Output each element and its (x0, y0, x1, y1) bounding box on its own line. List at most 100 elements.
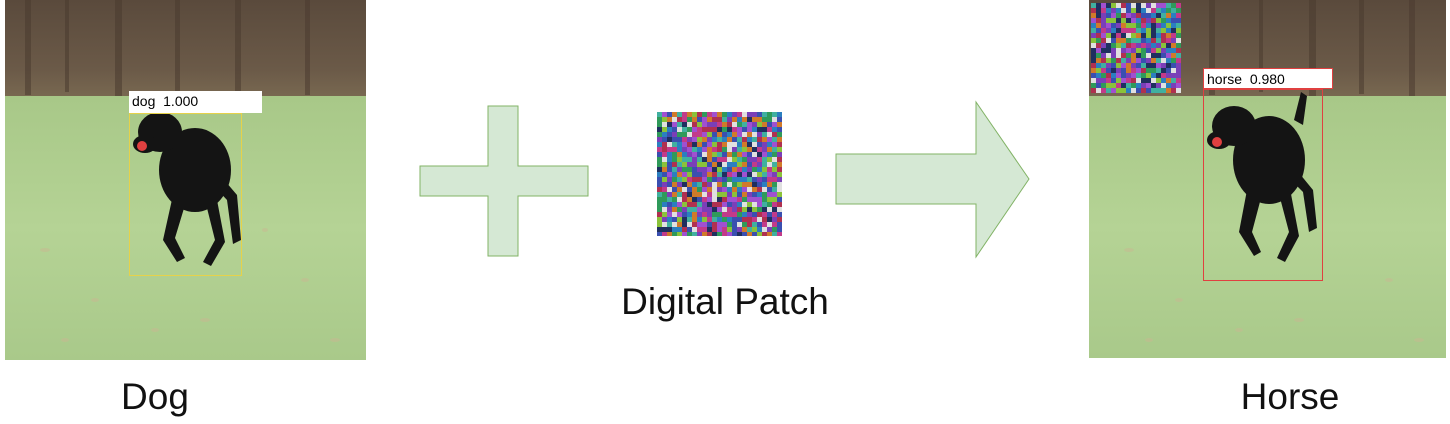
patch-pixel (732, 222, 737, 227)
patch-pixel (742, 217, 747, 222)
patch-pixel (1136, 63, 1141, 68)
patch-pixel (737, 212, 742, 217)
patch-pixel (657, 117, 662, 122)
patch-pixel (1146, 43, 1151, 48)
patch-pixel (682, 232, 687, 236)
patch-pixel (767, 157, 772, 162)
patch-pixel (722, 202, 727, 207)
patch-pixel (662, 217, 667, 222)
patch-pixel (662, 112, 667, 117)
patch-pixel (747, 137, 752, 142)
patch-pixel (1166, 78, 1171, 83)
patch-pixel (1101, 38, 1106, 43)
patch-pixel (707, 142, 712, 147)
patch-pixel (692, 212, 697, 217)
patch-pixel (1141, 78, 1146, 83)
patch-pixel (672, 187, 677, 192)
patch-pixel (667, 172, 672, 177)
patch-pixel (687, 222, 692, 227)
patch-pixel (717, 157, 722, 162)
patch-pixel (722, 222, 727, 227)
patch-pixel (727, 147, 732, 152)
patch-pixel (727, 177, 732, 182)
patch-pixel (767, 132, 772, 137)
patch-pixel (712, 137, 717, 142)
patch-pixel (677, 127, 682, 132)
patch-pixel (737, 192, 742, 197)
patch-pixel (667, 117, 672, 122)
patch-pixel (1146, 58, 1151, 63)
patch-pixel (657, 137, 662, 142)
patch-pixel (682, 217, 687, 222)
patch-pixel (667, 122, 672, 127)
patch-pixel (752, 212, 757, 217)
patch-pixel (1106, 48, 1111, 53)
patch-pixel (687, 217, 692, 222)
patch-pixel (737, 142, 742, 147)
patch-pixel (662, 232, 667, 236)
patch-pixel (677, 152, 682, 157)
patch-pixel (1151, 3, 1156, 8)
patch-pixel (1151, 33, 1156, 38)
patch-pixel (707, 122, 712, 127)
patch-pixel (1101, 43, 1106, 48)
patch-pixel (1096, 83, 1101, 88)
patch-pixel (1156, 83, 1161, 88)
patch-pixel (1136, 3, 1141, 8)
patch-pixel (737, 232, 742, 236)
patch-pixel (1176, 58, 1181, 63)
patch-pixel (732, 122, 737, 127)
patch-pixel (672, 122, 677, 127)
patch-pixel (1156, 28, 1161, 33)
patch-pixel (1171, 88, 1176, 93)
patch-pixel (657, 227, 662, 232)
patch-pixel (1096, 33, 1101, 38)
patch-pixel (1176, 38, 1181, 43)
patch-pixel (682, 182, 687, 187)
patch-pixel (772, 147, 777, 152)
patch-pixel (1171, 13, 1176, 18)
patch-pixel (762, 172, 767, 177)
patch-pixel (1146, 38, 1151, 43)
patch-pixel (1116, 83, 1121, 88)
patch-pixel (702, 187, 707, 192)
patch-pixel (772, 212, 777, 217)
patch-pixel (767, 142, 772, 147)
patch-pixel (677, 232, 682, 236)
patch-pixel (1166, 63, 1171, 68)
patch-pixel (682, 132, 687, 137)
patch-pixel (672, 112, 677, 117)
patch-pixel (772, 227, 777, 232)
patch-pixel (1121, 18, 1126, 23)
patch-pixel (1131, 53, 1136, 58)
patch-pixel (667, 212, 672, 217)
patch-pixel (727, 112, 732, 117)
patch-pixel (682, 172, 687, 177)
patch-pixel (777, 227, 782, 232)
patch-pixel (672, 222, 677, 227)
patch-pixel (722, 217, 727, 222)
patch-pixel (742, 232, 747, 236)
patch-pixel (1106, 63, 1111, 68)
patch-pixel (1111, 68, 1116, 73)
patch-pixel (1106, 73, 1111, 78)
patch-pixel (1126, 8, 1131, 13)
patch-pixel (747, 227, 752, 232)
patch-pixel (1106, 18, 1111, 23)
patch-pixel (672, 197, 677, 202)
patch-pixel (752, 192, 757, 197)
patch-pixel (777, 182, 782, 187)
patch-pixel (777, 137, 782, 142)
patch-pixel (687, 157, 692, 162)
patch-pixel (717, 112, 722, 117)
patch-pixel (717, 117, 722, 122)
patch-pixel (737, 157, 742, 162)
patch-pixel (672, 202, 677, 207)
patch-pixel (697, 202, 702, 207)
patch-pixel (762, 127, 767, 132)
patch-pixel (757, 167, 762, 172)
patch-pixel (1096, 78, 1101, 83)
patch-pixel (722, 182, 727, 187)
patch-pixel (1136, 13, 1141, 18)
patch-pixel (662, 202, 667, 207)
